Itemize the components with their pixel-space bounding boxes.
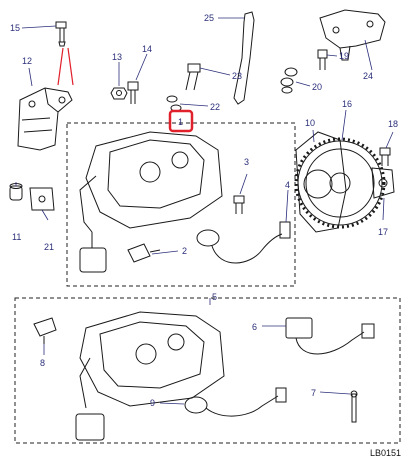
callout-1-highlight xyxy=(168,109,194,133)
callout-13: 13 xyxy=(112,52,122,62)
bolt-18-drawing xyxy=(379,147,391,166)
bolt-red-guide xyxy=(57,47,74,86)
callout-10: 10 xyxy=(305,118,315,128)
cover-10-drawing xyxy=(295,131,347,233)
washers-22-drawing xyxy=(166,95,182,112)
bolt-14-drawing xyxy=(127,81,139,104)
callout-25: 25 xyxy=(204,13,214,23)
callout-9: 9 xyxy=(150,398,155,408)
gasket-21-drawing xyxy=(29,187,55,211)
callout-4: 4 xyxy=(285,180,290,190)
assembly-box-5 xyxy=(14,297,401,444)
callout-8: 8 xyxy=(40,358,45,368)
stud-23-drawing xyxy=(185,63,201,91)
harness-9-drawing xyxy=(184,387,287,417)
callout-21: 21 xyxy=(44,242,54,252)
bolt-19-drawing xyxy=(317,49,328,70)
harness-4-drawing xyxy=(196,221,291,264)
bracket-25-drawing xyxy=(233,11,255,105)
sensor-17-drawing xyxy=(371,167,395,199)
assembly-box-1 xyxy=(66,122,296,287)
callout-17: 17 xyxy=(378,227,388,237)
callout-1: 1 xyxy=(178,117,183,127)
washers-20-drawing xyxy=(280,67,298,94)
bracket-24-drawing xyxy=(319,9,386,61)
nut-13-drawing xyxy=(110,87,128,100)
harness-6-drawing xyxy=(285,317,375,355)
injection-pump-upper-drawing xyxy=(79,131,223,273)
sensor-8-drawing xyxy=(33,317,57,344)
pin-7-drawing xyxy=(350,390,358,423)
callout-2: 2 xyxy=(182,246,187,256)
callout-19: 19 xyxy=(339,51,349,61)
callout-11: 11 xyxy=(12,232,21,242)
callout-3: 3 xyxy=(244,157,249,167)
gear-16-drawing xyxy=(294,137,386,229)
reference-code: LB0151 xyxy=(370,448,401,458)
callout-15: 15 xyxy=(10,23,20,33)
callout-18: 18 xyxy=(388,119,398,129)
bracket-12-drawing xyxy=(17,87,73,151)
callout-20: 20 xyxy=(312,82,322,92)
callout-6: 6 xyxy=(252,322,257,332)
callout-16: 16 xyxy=(342,99,352,109)
callout-22: 22 xyxy=(210,102,220,112)
sensor-2-drawing xyxy=(127,243,161,263)
callout-24: 24 xyxy=(363,71,373,81)
bolt-3-drawing xyxy=(233,195,245,214)
injection-pump-lower-drawing xyxy=(75,311,225,441)
bolt-15-drawing xyxy=(55,21,67,47)
callout-23: 23 xyxy=(232,71,242,81)
callout-12: 12 xyxy=(22,56,32,66)
leader-lines xyxy=(15,17,394,405)
callout-5: 5 xyxy=(212,292,217,302)
callout-14: 14 xyxy=(142,44,152,54)
callout-7: 7 xyxy=(311,388,316,398)
